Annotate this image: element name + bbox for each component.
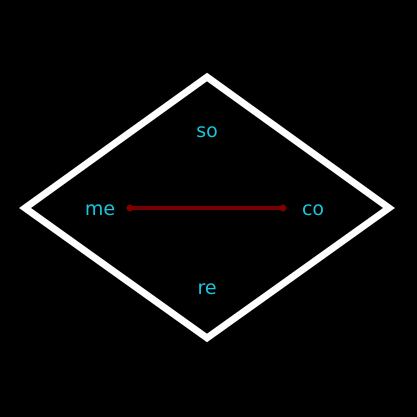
connector-end-left <box>126 204 134 212</box>
connector-end-right <box>279 204 287 212</box>
label-left: me <box>85 198 115 220</box>
rhombus-outline <box>18 72 396 343</box>
label-top: so <box>196 120 218 142</box>
label-right: co <box>302 198 324 220</box>
label-bottom: re <box>197 277 216 299</box>
